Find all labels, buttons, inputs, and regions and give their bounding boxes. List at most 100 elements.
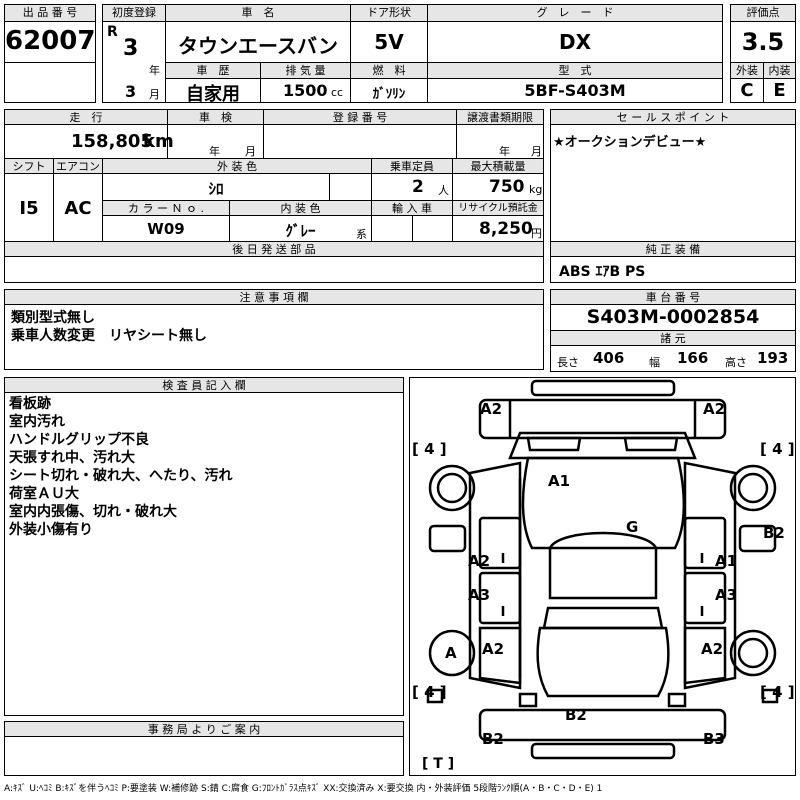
tire-mark-rear-left: [ 4 ]	[412, 683, 447, 701]
kg-unit: kg	[529, 183, 543, 196]
reg-year-value: 3	[123, 36, 139, 61]
caution-label: 注 意 事 項 欄	[4, 289, 544, 305]
people-unit: 人	[438, 184, 449, 197]
car-name-value: タウンエースバン	[178, 34, 338, 58]
inspector-note: 外装小傷有り	[9, 522, 93, 538]
chassis-no-label: 車 台 番 号	[550, 289, 796, 305]
max-load-label: 最大積載量	[452, 158, 544, 174]
lot-no-cell: 62007	[4, 21, 96, 63]
aircon-label: エアコン	[53, 158, 103, 174]
mark-rear-bumper: B2	[565, 706, 587, 724]
chassis-no-cell: S403M-0002854	[550, 304, 796, 331]
damage-diagram: A2 A2 A1 G B2 A2 A1 A3 A3 A A2 A2 B2 B2 …	[409, 377, 796, 776]
genuine-equip-value: ABS ｴｱB PS	[559, 264, 646, 280]
mark-left-front-door: A2	[468, 552, 491, 570]
aircon-cell: AC	[53, 173, 103, 242]
score-value: 3.5	[741, 28, 785, 56]
recycle-label: リサイクル預託金	[452, 200, 544, 216]
width-value: 166	[677, 349, 709, 367]
reg-no-label: 登 録 番 号	[263, 109, 457, 125]
mark-right-rear-quarter: A2	[701, 640, 724, 658]
history-value: 自家用	[186, 84, 240, 105]
inspector-note: 天張すれ中、汚れ大	[9, 450, 135, 466]
door-label: ドア形状	[350, 4, 428, 22]
color-no-label: カ ラ ー Ｎ ｏ .	[102, 200, 230, 216]
inspection-cell: 年 月	[167, 124, 264, 159]
first-reg-label: 初度登録	[102, 4, 166, 22]
fuel-cell: ｶﾞｿﾘﾝ	[350, 78, 428, 103]
inspector-note: 荷室ＡＵ大	[9, 486, 79, 502]
height-value: 193	[757, 349, 789, 367]
later-parts-label: 後 日 発 送 部 品	[4, 241, 544, 257]
inspector-note: 室内汚れ	[9, 414, 65, 430]
grade-cell: DX	[427, 21, 723, 63]
interior-grade-cell: E	[763, 78, 796, 103]
mark-rear-left-corner: B2	[482, 730, 504, 748]
mark-rear-right-corner: B3	[703, 730, 725, 748]
height-label: 高さ	[725, 356, 747, 369]
recycle-value: 8,250	[479, 219, 533, 239]
inspector-label: 検 査 員 記 入 欄	[4, 377, 404, 393]
km-unit: km	[143, 131, 174, 152]
reg-month-value: 3	[125, 82, 137, 101]
tire-mark-rear-right: [ 4 ]	[760, 683, 795, 701]
color-no-value: W09	[147, 220, 185, 238]
mark-right-front-door: A1	[715, 552, 738, 570]
model-code-cell: 5BF-S403M	[427, 78, 723, 103]
chassis-no-value: S403M-0002854	[586, 306, 760, 328]
mark-right-rear-door: A3	[715, 586, 738, 604]
transfer-year-unit: 年	[499, 145, 510, 158]
caution-line: 類別型式無し	[11, 310, 95, 326]
genuine-equip-label: 純 正 装 備	[550, 241, 796, 257]
door-cell: 5V	[350, 21, 428, 63]
mark-roof: G	[626, 518, 639, 536]
fuel-value: ｶﾞｿﾘﾝ	[372, 87, 406, 102]
year-unit: 年	[149, 64, 160, 77]
inspector-note: 室内内張傷、切れ・破れ大	[9, 504, 177, 520]
transfer-cell: 年 月	[456, 124, 544, 159]
model-code-label: 型 式	[427, 62, 723, 79]
mark-front-left-corner: A2	[480, 400, 503, 418]
shift-cell: I5	[4, 173, 54, 242]
era-value: R	[107, 24, 118, 40]
office-cell	[4, 736, 404, 776]
caution-line: 乗車人数変更 リヤシート無し	[11, 328, 207, 344]
mark-hood: A1	[548, 472, 571, 490]
color-no-cell: W09	[102, 215, 230, 242]
int-color-value: ｸﾞﾚｰ	[285, 222, 316, 240]
displacement-value: 1500	[283, 81, 328, 100]
inspection-label: 車 検	[167, 109, 264, 125]
specs-label: 諸 元	[550, 330, 796, 346]
reg-no-cell	[263, 124, 457, 159]
office-label: 事 務 局 よ り ご 案 内	[4, 721, 404, 737]
inspector-note: ハンドルグリップ不良	[9, 432, 149, 448]
model-code-value: 5BF-S403M	[524, 81, 626, 100]
ext-color-extra	[329, 173, 372, 201]
ext-color-value: ｼﾛ	[208, 180, 224, 198]
length-label: 長さ	[557, 356, 579, 369]
car-name-cell: タウンエースバン	[165, 21, 351, 63]
transfer-month-unit: 月	[531, 145, 542, 158]
specs-cell: 長さ 406 幅 166 高さ 193	[550, 345, 796, 372]
car-outline-svg	[426, 379, 779, 760]
lot-no-blank	[4, 62, 96, 103]
lot-no-value: 62007	[5, 26, 96, 56]
mark-left-rear-door: A3	[468, 586, 491, 604]
recycle-cell: 8,250 円	[452, 215, 544, 242]
width-label: 幅	[649, 356, 660, 369]
displacement-label: 排 気 量	[260, 62, 351, 79]
mileage-cell: 158,805 km	[4, 124, 174, 159]
score-label: 評価点	[730, 4, 796, 22]
insp-month-unit: 月	[245, 145, 256, 158]
mark-left-rear-wheel: A	[445, 644, 457, 662]
inspector-note: シート切れ・破れ大、へたり、汚れ	[9, 468, 233, 484]
series-unit: 系	[356, 228, 367, 241]
lot-no-label: 出 品 番 号	[4, 4, 96, 22]
inspector-note: 看板跡	[9, 396, 51, 412]
sales-point-cell: ★オークションデビュー★	[550, 124, 796, 242]
history-cell: 自家用	[165, 78, 261, 105]
ext-color-label: 外 装 色	[102, 158, 372, 174]
legend-footer: A:ｷｽﾞ U:ﾍｺﾐ B:ｷｽﾞを伴うﾍｺﾐ P:要塗装 W:補修跡 S:錆 …	[4, 784, 603, 794]
mileage-label: 走 行	[4, 109, 168, 125]
first-reg-cell: R 3 年 3 月	[102, 21, 166, 103]
